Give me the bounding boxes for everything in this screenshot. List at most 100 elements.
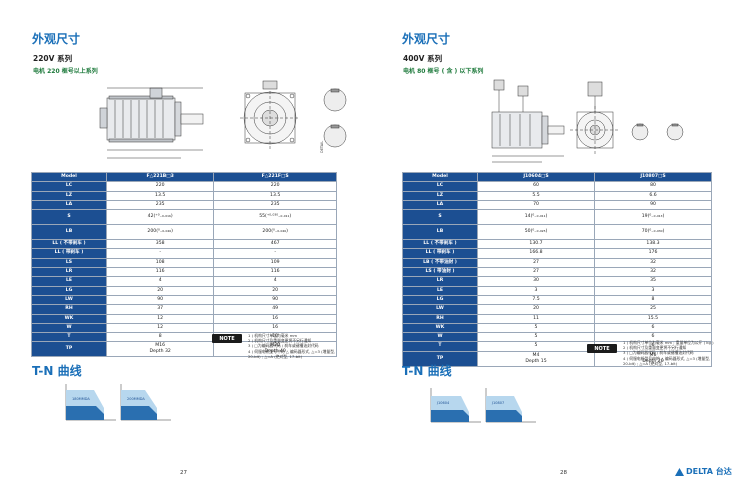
chart-label: J10807 — [491, 401, 504, 405]
row-value: 5 — [477, 341, 595, 352]
row-value: 220 — [213, 181, 337, 192]
row-value: 3 — [594, 285, 712, 296]
row-value: 8 — [594, 294, 712, 306]
note-line: 4 ) 伺服电机型号中的 △ 编码器形式, △=3 (增量型, — [623, 355, 711, 361]
row-label: LC — [402, 181, 478, 192]
note-line: 4 ) 伺服电机型号中的 △ 编码器形式, △=3 (增量型, — [248, 348, 336, 354]
frame-note: 电机 80 框号 ( 含 ) 以下系列 — [403, 68, 484, 75]
row-label: LE — [31, 276, 107, 287]
row-value: 16 — [213, 322, 337, 334]
row-value: 116 — [213, 267, 337, 278]
row-value: 13.5 — [105, 190, 215, 201]
note-line: 1 ) 机构尺寸单位为毫米 mm — [248, 333, 298, 338]
row-label: W — [31, 322, 107, 334]
row-label: LA — [402, 199, 478, 211]
left-page: 外观尺寸 220V 系列 电机 220 框号以上系列 — [31, 32, 347, 476]
table-header-row: Model F△221B□3 F△221F□S — [31, 171, 337, 183]
header-col1: J10604□S — [477, 171, 595, 183]
row-value: 25 — [594, 304, 712, 315]
delta-triangle-icon — [675, 467, 684, 476]
row-label: LZ — [31, 190, 107, 201]
row-value: 108 — [105, 257, 215, 269]
row-value: 5.5 — [477, 190, 595, 201]
chart-label: 200MMDA — [127, 397, 145, 401]
row-value: 37 — [105, 304, 215, 315]
logo-text: DELTA 台达 — [686, 467, 732, 476]
row-value: 30 — [477, 276, 595, 287]
row-value: 12 — [105, 313, 215, 324]
row-value: - — [213, 248, 337, 259]
header-col2: J10807□S — [594, 171, 712, 183]
row-label: T — [402, 341, 478, 352]
svg-text:DETAIL: DETAIL — [320, 141, 324, 153]
notes-list: 1 ) 机构尺寸单位为毫米 mm ; 重量单位为公斤 ( kg ) 2 ) 机构… — [623, 340, 714, 366]
row-value: M6 Depth 20 — [594, 350, 712, 367]
row-label: LB ( 不带油封 ) — [402, 257, 478, 269]
row-value: 14(⁰₋₀.₀₁₁) — [477, 209, 595, 226]
row-value: 55(⁺⁰·⁰³⁰₋₀.₀₁₁) — [213, 209, 337, 226]
tn-heading: T-N 曲线 — [32, 364, 82, 378]
row-value: 467 — [213, 239, 337, 250]
row-value: 49 — [213, 304, 337, 315]
row-label: LB — [402, 224, 478, 241]
row-label: LL ( 带刹车 ) — [402, 248, 478, 259]
row-value: 90 — [594, 199, 712, 211]
row-value: 27 — [477, 267, 595, 278]
motor-dimension-drawing — [491, 79, 684, 163]
row-label: LB — [31, 224, 107, 241]
row-label: RH — [402, 313, 478, 324]
row-value: 20 — [213, 285, 337, 296]
header-col1: F△221B□3 — [105, 171, 215, 183]
right-page: 外观尺寸 400V 系列 电机 80 框号 ( 含 ) 以下系列 — [375, 0, 750, 487]
row-value: 6 — [594, 332, 712, 343]
note-line: 3 ) □为编码器代码 / 刹车或键槽油封代码 — [248, 343, 319, 349]
series-title: 400V 系列 — [403, 54, 443, 63]
tn-chart-1: J10604 — [430, 388, 481, 423]
page-number: 28 — [560, 470, 567, 476]
row-value: 3 — [477, 285, 595, 296]
row-value: 90 — [105, 294, 215, 306]
row-label: LS ( 带油封 ) — [402, 267, 478, 278]
row-label: LW — [402, 304, 478, 315]
row-label: WK — [402, 322, 478, 334]
row-value: 50(⁰₋₀.₀₂₅) — [477, 224, 595, 241]
table-row: LL ( 带刹车 )-- — [31, 248, 337, 259]
row-label: LZ — [402, 190, 478, 201]
row-label: LL ( 带刹车 ) — [31, 248, 107, 259]
frame-note: 电机 220 框号以上系列 — [33, 68, 98, 75]
row-label: LA — [31, 199, 107, 211]
row-label: LG — [402, 294, 478, 306]
row-label: LW — [31, 294, 107, 306]
row-value: 220 — [105, 181, 215, 192]
row-value: 166.8 — [477, 248, 595, 259]
row-value: 7.5 — [477, 294, 595, 306]
header-model: Model — [31, 171, 107, 183]
row-value: 138.3 — [594, 239, 712, 250]
row-value: 27 — [477, 257, 595, 269]
row-value: 200(⁰₋₀.₀₄₆) — [105, 224, 215, 241]
